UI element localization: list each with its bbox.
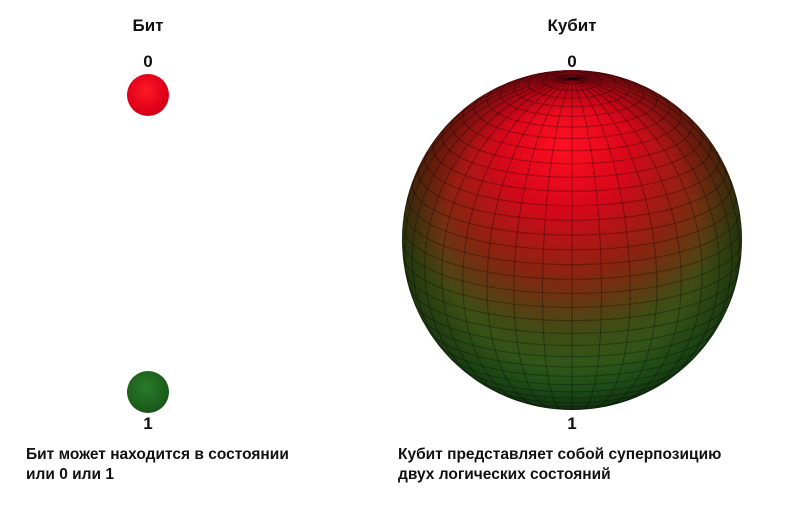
qubit-caption-line-1: Кубит представляет собой суперпозицию — [398, 446, 722, 463]
qubit-caption: Кубит представляет собой суперпозицию дв… — [398, 445, 721, 485]
bit-caption: Бит может находится в состоянии или 0 ил… — [26, 445, 289, 485]
bit-state-zero-dot — [127, 74, 169, 116]
bit-title: Бит — [132, 16, 164, 35]
bit-state-one-dot — [127, 371, 169, 413]
qubit-sphere-rim — [402, 70, 742, 410]
qubit-caption-line-2: двух логических состояний — [398, 466, 611, 483]
bit-caption-line-1: Бит может находится в состоянии — [26, 446, 289, 463]
qubit-state-zero-label: 0 — [567, 52, 577, 71]
bit-state-zero-label: 0 — [143, 52, 153, 71]
qubit-title: Кубит — [547, 16, 597, 35]
qubit-state-one-label: 1 — [567, 414, 577, 433]
bit-state-one-label: 1 — [143, 414, 153, 433]
bit-caption-line-2: или 0 или 1 — [26, 466, 114, 483]
qubit-sphere — [402, 70, 742, 410]
